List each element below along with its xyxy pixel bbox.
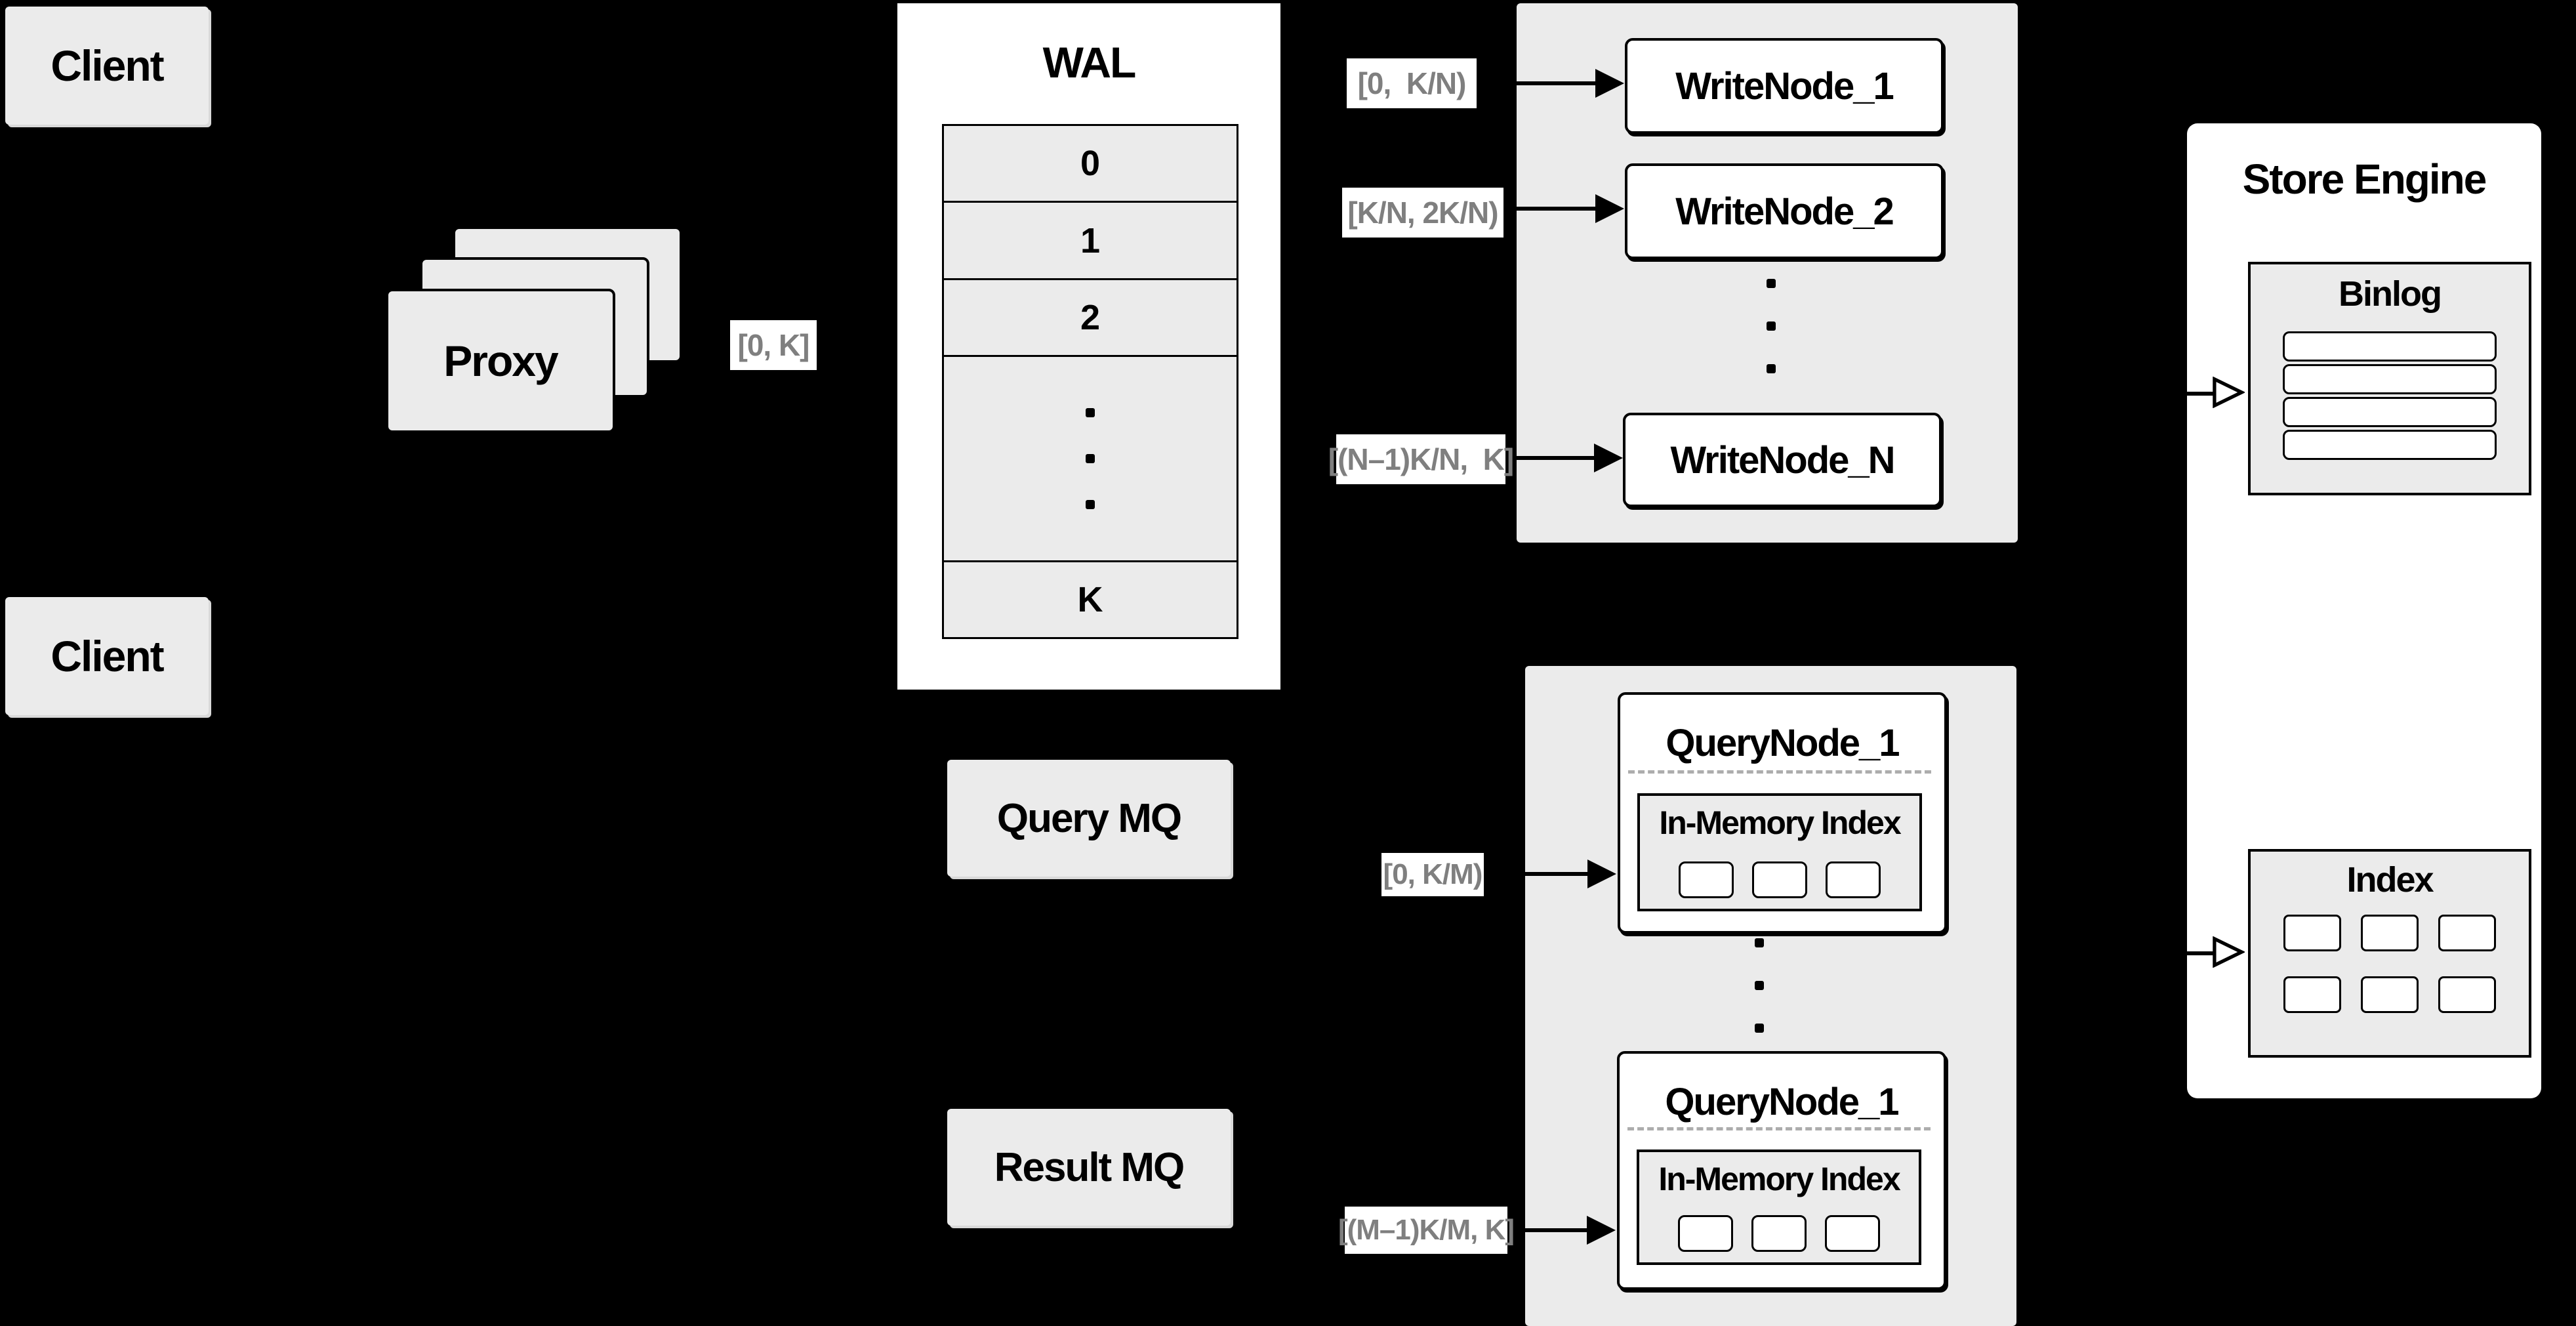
range-label-writenode-2: [K/N, 2K/N) [1342, 188, 1503, 238]
query-mq-box: Query MQ [947, 760, 1231, 877]
segment-box [1825, 1215, 1880, 1252]
index-title: Index [2346, 860, 2434, 900]
query-node-bottom-title: QueryNode_1 [1665, 1081, 1899, 1123]
wal-row-1: 1 [944, 201, 1237, 278]
segment-box [1678, 1215, 1733, 1252]
range-label-writenode-1: [0, K/N) [1347, 58, 1477, 108]
segment-box [1826, 861, 1881, 898]
arrowhead-writenode-2 [1595, 194, 1624, 223]
write-node-2: WriteNode_2 [1625, 163, 1944, 259]
index-cell [2361, 976, 2419, 1013]
range-label-query-in: [0, K/M) [1381, 853, 1484, 896]
arrowhead-index-hollow [2213, 936, 2245, 968]
dashed-divider [1627, 1127, 1931, 1130]
index-cell [2283, 915, 2341, 951]
index-cell [2438, 915, 2496, 951]
range-label-proxy-out: [0, K] [730, 320, 817, 370]
client-box-bottom: Client [5, 597, 209, 715]
wal-row-ellipsis [944, 355, 1237, 560]
result-mq-box: Result MQ [947, 1109, 1231, 1226]
result-mq-label: Result MQ [994, 1144, 1185, 1190]
client-box-top: Client [5, 7, 209, 125]
index-cell [2361, 915, 2419, 951]
ellipsis-dot [1086, 500, 1095, 509]
ellipsis-dot [1086, 408, 1095, 417]
index-box: Index [2248, 849, 2531, 1058]
binlog-box: Binlog [2248, 262, 2531, 495]
arrowhead-writenode-1 [1595, 69, 1624, 98]
wal-segment-table: 0 1 2 K [942, 124, 1238, 639]
write-node-n-label: WriteNode_N [1670, 438, 1895, 482]
index-cell [2283, 976, 2341, 1013]
index-cell [2438, 976, 2496, 1013]
ellipsis-dot [1767, 364, 1776, 373]
client-bottom-label: Client [51, 632, 164, 680]
segment-box [1679, 861, 1734, 898]
query-mq-label: Query MQ [996, 795, 1182, 841]
in-memory-index-box-top: In-Memory Index [1637, 793, 1922, 911]
binlog-bar [2283, 397, 2497, 427]
proxy-label: Proxy [443, 337, 558, 385]
range-label-writenode-n: [(N–1)K/N, K] [1328, 434, 1514, 484]
in-memory-index-box-bottom: In-Memory Index [1637, 1150, 1921, 1265]
in-memory-index-top-title: In-Memory Index [1659, 804, 1901, 841]
binlog-bar [2283, 430, 2497, 460]
ellipsis-dot [1086, 454, 1095, 463]
arrow-line-binlog [2158, 392, 2215, 396]
write-node-n: WriteNode_N [1623, 413, 1942, 507]
segment-row [1639, 1215, 1919, 1252]
arrow-line-index [2158, 951, 2215, 955]
arrowhead-querynode-bottom [1587, 1216, 1616, 1245]
wal-row-2: 2 [944, 278, 1237, 355]
in-memory-index-bottom-title: In-Memory Index [1658, 1161, 1900, 1197]
wal-box: WAL 0 1 2 K [897, 3, 1280, 690]
ellipsis-dot [1755, 938, 1764, 947]
arrowhead-writenode-n [1594, 444, 1623, 472]
wal-title: WAL [1042, 38, 1137, 87]
client-top-label: Client [51, 41, 164, 90]
ellipsis-dot [1767, 279, 1776, 288]
write-node-1: WriteNode_1 [1625, 38, 1944, 134]
ellipsis-dot [1755, 1024, 1764, 1033]
segment-box [1752, 861, 1807, 898]
query-node-bottom: QueryNode_1 In-Memory Index [1617, 1051, 1946, 1290]
wal-row-0: 0 [944, 126, 1237, 201]
store-engine-box: Store Engine Binlog Index [2187, 123, 2541, 1098]
arrowhead-querynode-top [1587, 860, 1616, 888]
range-label-query-result: [(M–1)K/M, K] [1338, 1207, 1515, 1254]
arrowhead-binlog-hollow [2213, 377, 2245, 408]
segment-row [1640, 861, 1919, 898]
proxy-box: Proxy [386, 289, 615, 433]
store-engine-title: Store Engine [2242, 155, 2487, 203]
arrow-line-querynode-top [1410, 872, 1596, 876]
binlog-title: Binlog [2339, 274, 2442, 314]
query-node-top: QueryNode_1 In-Memory Index [1618, 692, 1947, 934]
write-node-1-label: WriteNode_1 [1675, 64, 1894, 108]
segment-box [1751, 1215, 1807, 1252]
dashed-divider [1628, 770, 1931, 774]
write-node-2-label: WriteNode_2 [1675, 190, 1894, 233]
ellipsis-dot [1767, 321, 1776, 331]
index-grid [2251, 915, 2529, 1013]
wal-row-k: K [944, 560, 1237, 637]
query-node-top-title: QueryNode_1 [1666, 722, 1900, 764]
binlog-bar [2283, 331, 2497, 362]
ellipsis-dot [1755, 981, 1764, 990]
binlog-bars [2283, 331, 2497, 460]
binlog-bar [2283, 364, 2497, 394]
